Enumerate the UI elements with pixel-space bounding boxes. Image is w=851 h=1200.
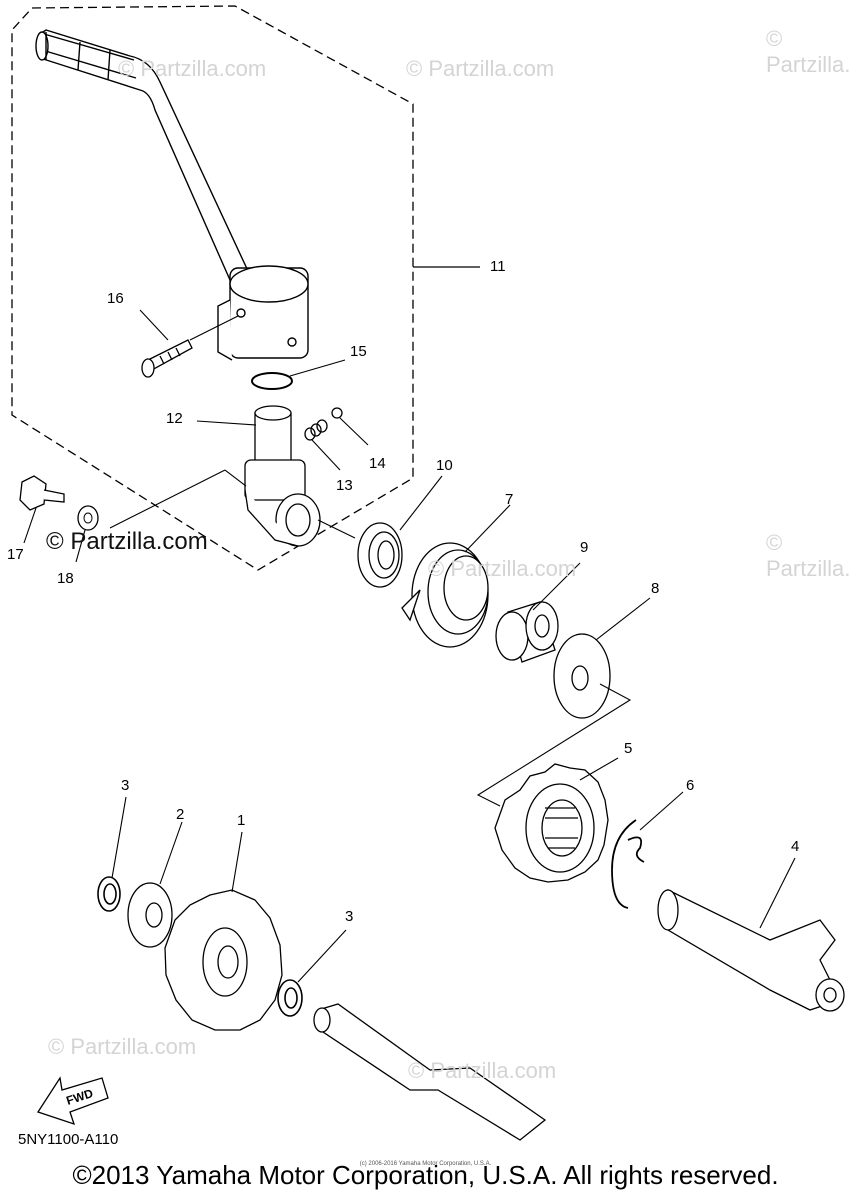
main-shaft bbox=[313, 1003, 547, 1141]
seal-10 bbox=[357, 522, 403, 588]
spring-13 bbox=[304, 419, 328, 441]
callout-7: 7 bbox=[505, 491, 514, 508]
fwd-arrow bbox=[36, 1076, 109, 1126]
clip-6 bbox=[611, 819, 645, 909]
assembly-boundary bbox=[11, 5, 414, 571]
copyright-notice: ©2013 Yamaha Motor Corporation, U.S.A. A… bbox=[72, 1160, 779, 1190]
watermark: © Partzilla.com bbox=[408, 1058, 557, 1083]
shaft-4 bbox=[657, 888, 845, 1012]
callout-2: 2 bbox=[176, 806, 185, 823]
callout-8: 8 bbox=[651, 580, 660, 597]
o-ring-15 bbox=[251, 372, 293, 390]
callout-16: 16 bbox=[107, 290, 124, 307]
callout-1: 1 bbox=[237, 812, 246, 829]
callout-11: 11 bbox=[490, 258, 506, 275]
collar-9 bbox=[495, 601, 559, 663]
watermark: © Partzilla.com bbox=[766, 26, 851, 77]
boss-12 bbox=[244, 405, 321, 547]
callout-10: 10 bbox=[436, 457, 453, 474]
watermark: © Partzilla.com bbox=[48, 1034, 197, 1059]
washer-18 bbox=[77, 505, 99, 531]
washer-8 bbox=[553, 633, 611, 719]
bolt-16 bbox=[141, 339, 193, 378]
callout-15: 15 bbox=[350, 343, 367, 360]
watermark: © Partzilla.com bbox=[118, 56, 267, 81]
callout-5: 5 bbox=[624, 740, 633, 757]
callout-3: 3 bbox=[345, 908, 354, 925]
washer-2 bbox=[127, 882, 173, 948]
diagram-code: 5NY1100-A110 bbox=[18, 1131, 119, 1148]
callout-6: 6 bbox=[686, 777, 695, 794]
circlip-3-left bbox=[97, 876, 121, 912]
callout-3: 3 bbox=[121, 777, 130, 794]
callout-12: 12 bbox=[166, 410, 183, 427]
gear-5 bbox=[494, 763, 609, 883]
small-copyright: (c) 2006-2016 Yamaha Motor Corporation, … bbox=[359, 1161, 492, 1167]
partzilla-label: © Partzilla.com bbox=[46, 528, 208, 555]
kick-lever bbox=[35, 29, 309, 361]
callout-9: 9 bbox=[580, 539, 589, 556]
bolt-17 bbox=[19, 475, 65, 511]
ball-14 bbox=[331, 407, 343, 419]
callout-18: 18 bbox=[57, 570, 74, 587]
watermark: © Partzilla.com bbox=[406, 56, 555, 81]
gear-1 bbox=[164, 889, 283, 1031]
callout-17: 17 bbox=[7, 546, 24, 563]
watermark: © Partzilla.com bbox=[766, 530, 851, 581]
circlip-3-right bbox=[277, 979, 303, 1017]
callout-4: 4 bbox=[791, 838, 800, 855]
callout-14: 14 bbox=[369, 455, 386, 472]
watermark: © Partzilla.com bbox=[428, 556, 577, 581]
callout-13: 13 bbox=[336, 477, 353, 494]
spring-7 bbox=[401, 542, 489, 648]
